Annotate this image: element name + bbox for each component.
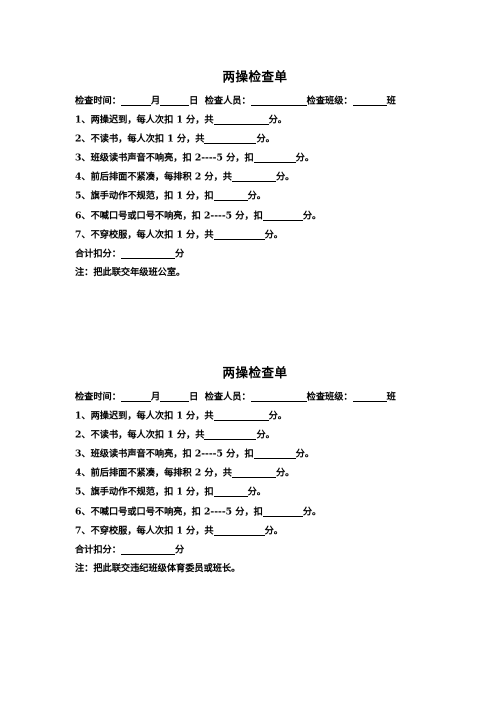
- person-label: 检查人员：: [204, 95, 251, 107]
- total-field[interactable]: [120, 249, 175, 259]
- item-text: 4、前后排面不紧凑，每排积 2 分，共: [75, 467, 232, 479]
- item-suffix: 分。: [302, 210, 322, 222]
- item-line: 3、班级读书声音不响亮，扣 2----5 分，扣 分。: [75, 448, 435, 460]
- item-suffix: 分。: [276, 467, 295, 479]
- item-score-field[interactable]: [232, 172, 276, 183]
- total-field[interactable]: [120, 545, 175, 555]
- item-suffix: 分。: [295, 152, 315, 164]
- item-score-field[interactable]: [204, 134, 257, 145]
- item-line: 7、不穿校服，每人次扣 1 分，共 分。: [75, 526, 435, 536]
- form-title: 两操检查单: [222, 365, 288, 380]
- item-suffix: 分。: [302, 506, 322, 518]
- item-line: 1、两操迟到，每人次扣 1 分，共 分。: [75, 114, 435, 126]
- item-score-field[interactable]: [213, 230, 265, 240]
- person-label: 检查人员：: [204, 391, 251, 403]
- item-suffix: 分。: [256, 429, 275, 441]
- item-suffix: 分。: [247, 486, 266, 498]
- inspection-form-2: 两操检查单 检查时间： 月 日 检查人员： 检查班级： 班 1、两操迟到，每人次扣 1 …: [75, 362, 435, 583]
- day-field[interactable]: [160, 96, 190, 106]
- item-text: 5、旗手动作不规范，扣 1 分，扣: [75, 190, 214, 202]
- item-score-field[interactable]: [213, 526, 265, 536]
- form-note: 注：把此联交年级班公室。: [75, 266, 186, 278]
- item-score-field[interactable]: [204, 430, 257, 441]
- item-score-field[interactable]: [253, 153, 296, 164]
- time-label: 检查时间：: [75, 391, 121, 403]
- day-field[interactable]: [160, 392, 190, 402]
- item-score-field[interactable]: [213, 191, 248, 202]
- item-suffix: 分。: [264, 525, 283, 537]
- item-text: 1、两操迟到，每人次扣 1 分，共: [75, 410, 214, 422]
- item-text: 2、不读书，每人次扣 1 分，共: [75, 133, 205, 145]
- item-text: 3、班级读书声音不响亮，扣 2----5 分，扣: [75, 152, 254, 164]
- item-line: 6、不喊口号或口号不响亮，扣 2----5 分，扣 分。: [75, 507, 435, 517]
- time-label: 检查时间：: [75, 95, 121, 107]
- item-line: 5、旗手动作不规范，扣 1 分，扣 分。: [75, 486, 435, 498]
- item-suffix: 分。: [268, 410, 287, 422]
- form-note: 注：把此联交违纪班级体育委员或班长。: [75, 562, 241, 574]
- item-line: 7、不穿校服，每人次扣 1 分，共 分。: [75, 230, 435, 240]
- item-text: 5、旗手动作不规范，扣 1 分，扣: [75, 486, 214, 498]
- item-line: 3、班级读书声音不响亮，扣 2----5 分，扣 分。: [75, 152, 435, 164]
- total-suffix: 分: [174, 248, 185, 260]
- item-line: 4、前后排面不紧凑，每排积 2 分，共 分。: [75, 171, 435, 183]
- inspection-form-1: 两操检查单 检查时间： 月 日 检查人员： 检查班级： 班 1、两操迟到，每人次扣 1 …: [75, 66, 435, 287]
- item-suffix: 分。: [247, 190, 266, 202]
- item-score-field[interactable]: [232, 468, 276, 479]
- item-line: 4、前后排面不紧凑，每排积 2 分，共 分。: [75, 467, 435, 479]
- item-text: 1、两操迟到，每人次扣 1 分，共: [75, 114, 214, 126]
- class-field[interactable]: [352, 96, 387, 106]
- item-line: 2、不读书，每人次扣 1 分，共 分。: [75, 429, 435, 441]
- total-label: 合计扣分：: [75, 544, 121, 556]
- class-suffix: 班: [386, 391, 396, 403]
- month-field[interactable]: [120, 96, 151, 106]
- item-suffix: 分。: [268, 114, 287, 126]
- item-text: 7、不穿校服，每人次扣 1 分，共: [75, 229, 214, 241]
- item-suffix: 分。: [276, 171, 295, 183]
- item-suffix: 分。: [264, 229, 283, 241]
- person-field[interactable]: [250, 96, 307, 106]
- class-suffix: 班: [386, 95, 396, 107]
- item-line: 2、不读书，每人次扣 1 分，共 分。: [75, 133, 435, 145]
- header-line: 检查时间： 月 日 检查人员： 检查班级： 班: [75, 392, 435, 402]
- class-label: 检查班级：: [306, 95, 353, 107]
- item-text: 4、前后排面不紧凑，每排积 2 分，共: [75, 171, 232, 183]
- class-field[interactable]: [352, 392, 387, 402]
- item-score-field[interactable]: [262, 507, 303, 517]
- person-field[interactable]: [250, 392, 307, 402]
- total-label: 合计扣分：: [75, 248, 121, 260]
- month-label: 月: [150, 391, 161, 403]
- header-line: 检查时间： 月 日 检查人员： 检查班级： 班: [75, 96, 435, 106]
- class-label: 检查班级：: [306, 391, 353, 403]
- day-label: 日: [189, 391, 199, 403]
- total-suffix: 分: [174, 544, 185, 556]
- item-score-field[interactable]: [253, 449, 296, 460]
- item-score-field[interactable]: [213, 411, 269, 422]
- item-suffix: 分。: [295, 448, 315, 460]
- item-text: 7、不穿校服，每人次扣 1 分，共: [75, 525, 214, 537]
- item-line: 5、旗手动作不规范，扣 1 分，扣 分。: [75, 190, 435, 202]
- item-text: 3、班级读书声音不响亮，扣 2----5 分，扣: [75, 448, 254, 460]
- item-score-field[interactable]: [262, 211, 303, 221]
- item-text: 6、不喊口号或口号不响亮，扣 2----5 分，扣: [75, 210, 263, 222]
- form-title: 两操检查单: [222, 69, 288, 84]
- total-line: 合计扣分： 分: [75, 249, 435, 259]
- item-suffix: 分。: [256, 133, 275, 145]
- month-field[interactable]: [120, 392, 151, 402]
- item-score-field[interactable]: [213, 115, 269, 126]
- item-text: 6、不喊口号或口号不响亮，扣 2----5 分，扣: [75, 506, 263, 518]
- day-label: 日: [189, 95, 199, 107]
- total-line: 合计扣分： 分: [75, 545, 435, 555]
- item-score-field[interactable]: [213, 487, 248, 498]
- item-line: 1、两操迟到，每人次扣 1 分，共 分。: [75, 410, 435, 422]
- item-line: 6、不喊口号或口号不响亮，扣 2----5 分，扣 分。: [75, 211, 435, 221]
- month-label: 月: [150, 95, 161, 107]
- item-text: 2、不读书，每人次扣 1 分，共: [75, 429, 205, 441]
